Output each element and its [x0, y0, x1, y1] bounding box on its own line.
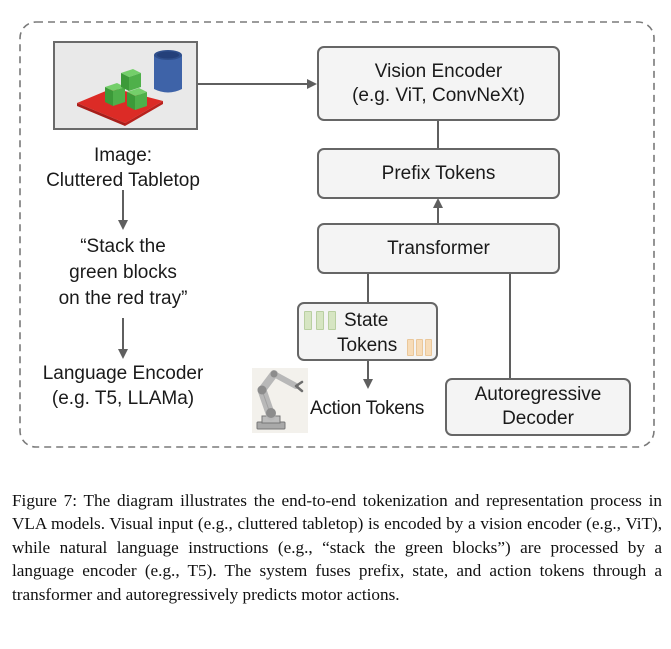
dashed-system-boundary	[19, 21, 655, 448]
tabletop-scene-illustration	[55, 43, 196, 128]
state-token-green-1	[304, 311, 312, 330]
transformer-label: Transformer	[387, 237, 490, 259]
autoregressive-decoder-box: Autoregressive Decoder	[445, 378, 631, 436]
diagram-connectors	[19, 21, 655, 448]
instruction-line1: “Stack the	[80, 236, 166, 257]
state-token-orange-3	[425, 339, 432, 356]
state-token-green-2	[316, 311, 324, 330]
vision-encoder-box: Vision Encoder (e.g. ViT, ConvNeXt)	[317, 46, 560, 121]
transformer-box: Transformer	[317, 223, 560, 274]
input-image-label-line2: Cluttered Tabletop	[46, 170, 200, 191]
state-tokens-line1: State	[344, 310, 389, 331]
green-blocks-icon	[105, 69, 147, 110]
input-image-label-line1: Image:	[93, 145, 153, 166]
robot-arm-illustration	[256, 370, 304, 430]
state-tokens-box: State Tokens	[297, 302, 438, 361]
prefix-tokens-box: Prefix Tokens	[317, 148, 560, 199]
state-token-orange-2	[416, 339, 423, 356]
state-token-green-3	[328, 311, 336, 330]
language-instruction: “Stack the green blocks on the red tray”	[23, 234, 223, 312]
action-tokens-label: Action Tokens	[310, 398, 425, 419]
decoder-line1: Autoregressive	[474, 384, 602, 405]
blue-cup-icon	[154, 50, 182, 93]
prefix-tokens-label: Prefix Tokens	[381, 162, 496, 184]
vla-tokenization-diagram: Image: Cluttered Tabletop “Stack the gre…	[13, 21, 655, 448]
decoder-line2: Decoder	[502, 408, 574, 429]
state-token-orange-1	[407, 339, 414, 356]
input-image-label: Image: Cluttered Tabletop	[23, 143, 223, 193]
language-encoder-line2: (e.g. T5, LLAMa)	[51, 388, 195, 409]
language-encoder-label: Language Encoder (e.g. T5, LLAMa)	[13, 361, 233, 411]
language-encoder-line1: Language Encoder	[42, 363, 204, 384]
input-image-tabletop	[53, 41, 198, 130]
instruction-line3: on the red tray”	[58, 288, 188, 309]
robot-arm-icon	[252, 368, 308, 433]
figure-caption: Figure 7: The diagram illustrates the en…	[12, 491, 662, 604]
vision-encoder-examples: (e.g. ViT, ConvNeXt)	[352, 84, 525, 106]
state-tokens-line2: Tokens	[337, 335, 398, 356]
instruction-line2: green blocks	[69, 262, 177, 283]
vision-encoder-title: Vision Encoder	[374, 60, 503, 82]
